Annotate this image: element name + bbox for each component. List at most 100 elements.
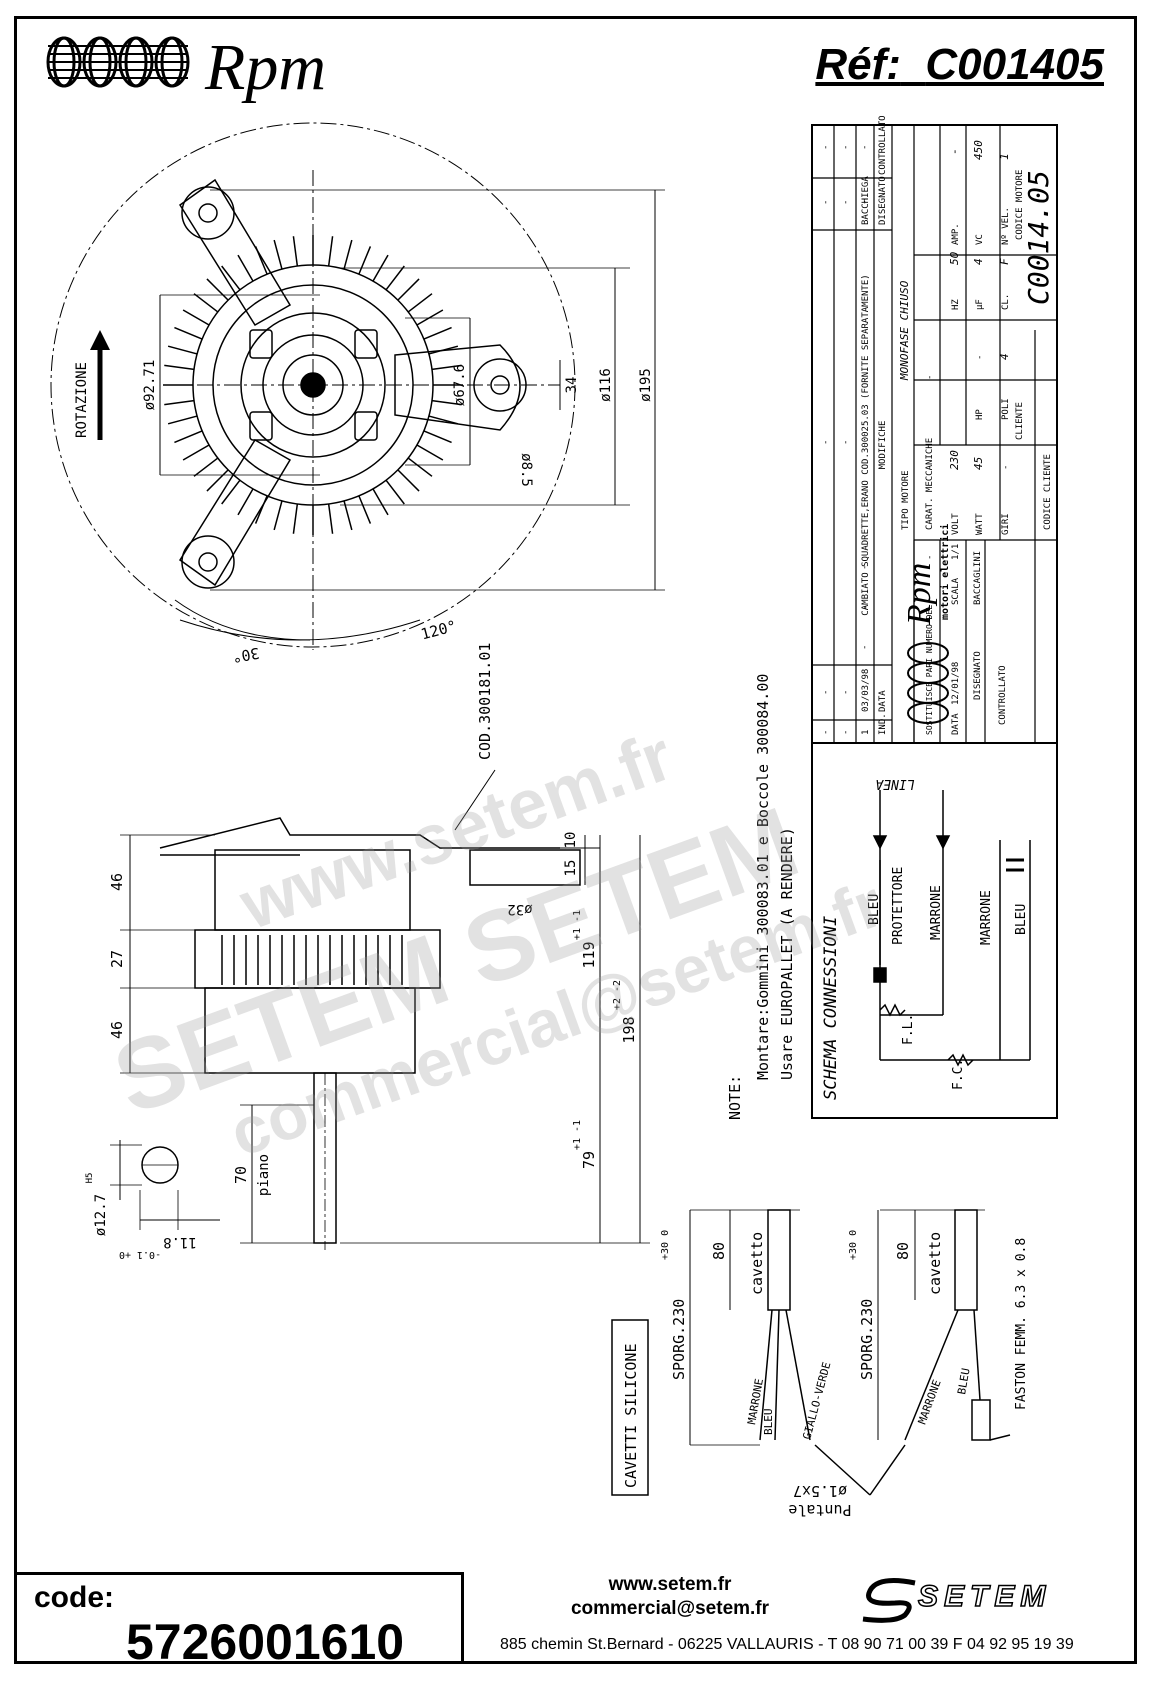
dim-d116: ø116 [598, 368, 614, 402]
cable-labels: CAVETTI SILICONE SPORG.230 +30 0 80 cave… [622, 1230, 1029, 1519]
cable-drawing [611, 1209, 1011, 1496]
dim-d8-5: ø8.5 [518, 453, 534, 487]
cooling-fin [407, 457, 433, 477]
rev-row-ind: 1 [861, 730, 871, 735]
cooling-fin [174, 326, 203, 340]
uf-label: µF [975, 299, 985, 310]
codice-cliente-label: CODICE CLIENTE [1043, 454, 1053, 530]
cooling-fin [193, 293, 219, 313]
volt-label: VOLT [951, 513, 961, 535]
cl-value: F [998, 258, 1011, 265]
rev-row1-modifiche: - [841, 440, 851, 445]
watt-value: 45 [972, 457, 985, 470]
setem-swoosh-icon [862, 1578, 916, 1623]
rotation-arrow-icon [90, 330, 110, 440]
cooling-fin [254, 495, 268, 524]
rotation-label: ROTAZIONE [74, 362, 90, 438]
notes-line1: Montare:Gommini 300083.01 e Boccole 3000… [754, 674, 772, 1080]
data-value: 12/01/98 [951, 662, 961, 705]
schema-labels: SCHEMA CONNESSIONI LINEA BLEU PROTETTORE… [821, 776, 1029, 1100]
rev-header-ind: IND. [878, 713, 888, 735]
codice-motore-value: C0014.05 [1022, 170, 1055, 305]
puntale-dim: ø1.5x7 [793, 1482, 847, 1500]
data-label: DATA [951, 713, 961, 735]
sostituisce-value: - [925, 555, 935, 560]
dim-79: 79 [580, 1151, 598, 1169]
motor-top-view [50, 122, 665, 650]
rev-row2-controllato: - [860, 145, 870, 150]
footer-email[interactable]: commercial@setem.fr [570, 1598, 770, 1619]
rev-row1-data: - [841, 690, 851, 695]
codice-motore-label: CODICE MOTORE [1015, 170, 1025, 240]
dim-46b: 46 [108, 1021, 126, 1039]
cooling-fin [431, 364, 462, 371]
dim-198-tol: +2 -2 [612, 980, 623, 1010]
poli-label: POLI [1001, 398, 1011, 420]
cooling-fin [164, 399, 195, 406]
cooling-fin [343, 239, 353, 270]
dim-119-tol: +1 -1 [572, 910, 583, 940]
rev-row-data: 03/03/98 [861, 669, 871, 712]
notes-line2: Usare EUROPALLET (A RENDERE) [778, 827, 796, 1080]
dim-11-8-tol: -0.1 +0 [119, 1249, 161, 1260]
footer-website[interactable]: www.setem.fr [608, 1574, 732, 1595]
schema-fl: F.L. [901, 1014, 916, 1045]
rev-row2-modifiche: - [860, 565, 870, 570]
controllato-label: CONTROLLATO [998, 665, 1008, 725]
rev-row2-disegnato: - [860, 200, 870, 205]
volt-value: 230 [948, 450, 961, 470]
dim-34: 34 [564, 377, 580, 394]
carat-label: CARAT. MECCANICHE [925, 438, 935, 530]
scala-value: 1/1 [951, 544, 961, 560]
cooling-fin [167, 415, 198, 425]
cooling-fin [407, 293, 433, 313]
hp-value: - [975, 355, 985, 360]
cooling-fin [327, 503, 334, 534]
cooling-fin [358, 495, 372, 524]
cooling-fin [416, 309, 444, 326]
hp-label: HP [975, 409, 985, 420]
left-sporg-tol: +30 0 [660, 1230, 671, 1260]
cooling-fin [174, 430, 203, 444]
dim-d92-71: ø92.71 [142, 360, 158, 411]
rev-header-modifiche: MODIFICHE [878, 421, 888, 470]
right-bleu: BLEU [955, 1367, 972, 1395]
code-label: code: [34, 1581, 115, 1614]
rev-row0-modifiche: - [821, 440, 831, 445]
cooling-fin [182, 309, 210, 326]
dim-angle-120: 120° [419, 617, 459, 644]
hz-label: HZ [951, 299, 961, 310]
cooling-fin [343, 500, 353, 531]
dim-11-8: 11.8 [163, 1234, 197, 1250]
cooling-fin [397, 469, 420, 492]
cooling-fin [292, 503, 299, 534]
tipo-motore-label: TIPO MOTORE [901, 470, 911, 530]
dim-d32: ø32 [507, 901, 532, 917]
rev-header-controllato: CONTROLLATO [878, 115, 888, 175]
cooling-fin [167, 345, 198, 355]
rev-row1-disegnato: - [841, 200, 851, 205]
dim-79-tol: +1 -1 [572, 1120, 583, 1150]
cod-label: COD.300181.01 [476, 643, 494, 760]
dim-119: 119 [580, 941, 598, 968]
right-faston: FASTON FEMM. 6.3 x 0.8 [1014, 1238, 1029, 1410]
left-sporg: SPORG.230 [670, 1299, 688, 1380]
reference-number: Réf: C001405 [815, 40, 1104, 90]
cliente-label: CLIENTE [1015, 402, 1025, 440]
disegnato-label: DISEGNATO [973, 651, 983, 700]
schema-bleu2: BLEU [1014, 904, 1029, 935]
giri-label: GIRI [1001, 513, 1011, 535]
nvel-value: 1 [998, 153, 1011, 160]
title-block-brand-sub: motori elettrici [939, 524, 951, 620]
right-sporg: SPORG.230 [858, 1299, 876, 1380]
cooling-fin [182, 444, 210, 461]
carat-value: - [925, 375, 935, 380]
schema-linea: LINEA [875, 776, 914, 791]
cooling-fin [431, 399, 462, 406]
rev-row1-ind: - [841, 730, 851, 735]
nvel-label: Nº VEL. [1001, 207, 1011, 245]
dim-angle-30: 30° [231, 644, 261, 666]
cooling-fin [273, 500, 283, 531]
motor-side-view [110, 769, 650, 1250]
